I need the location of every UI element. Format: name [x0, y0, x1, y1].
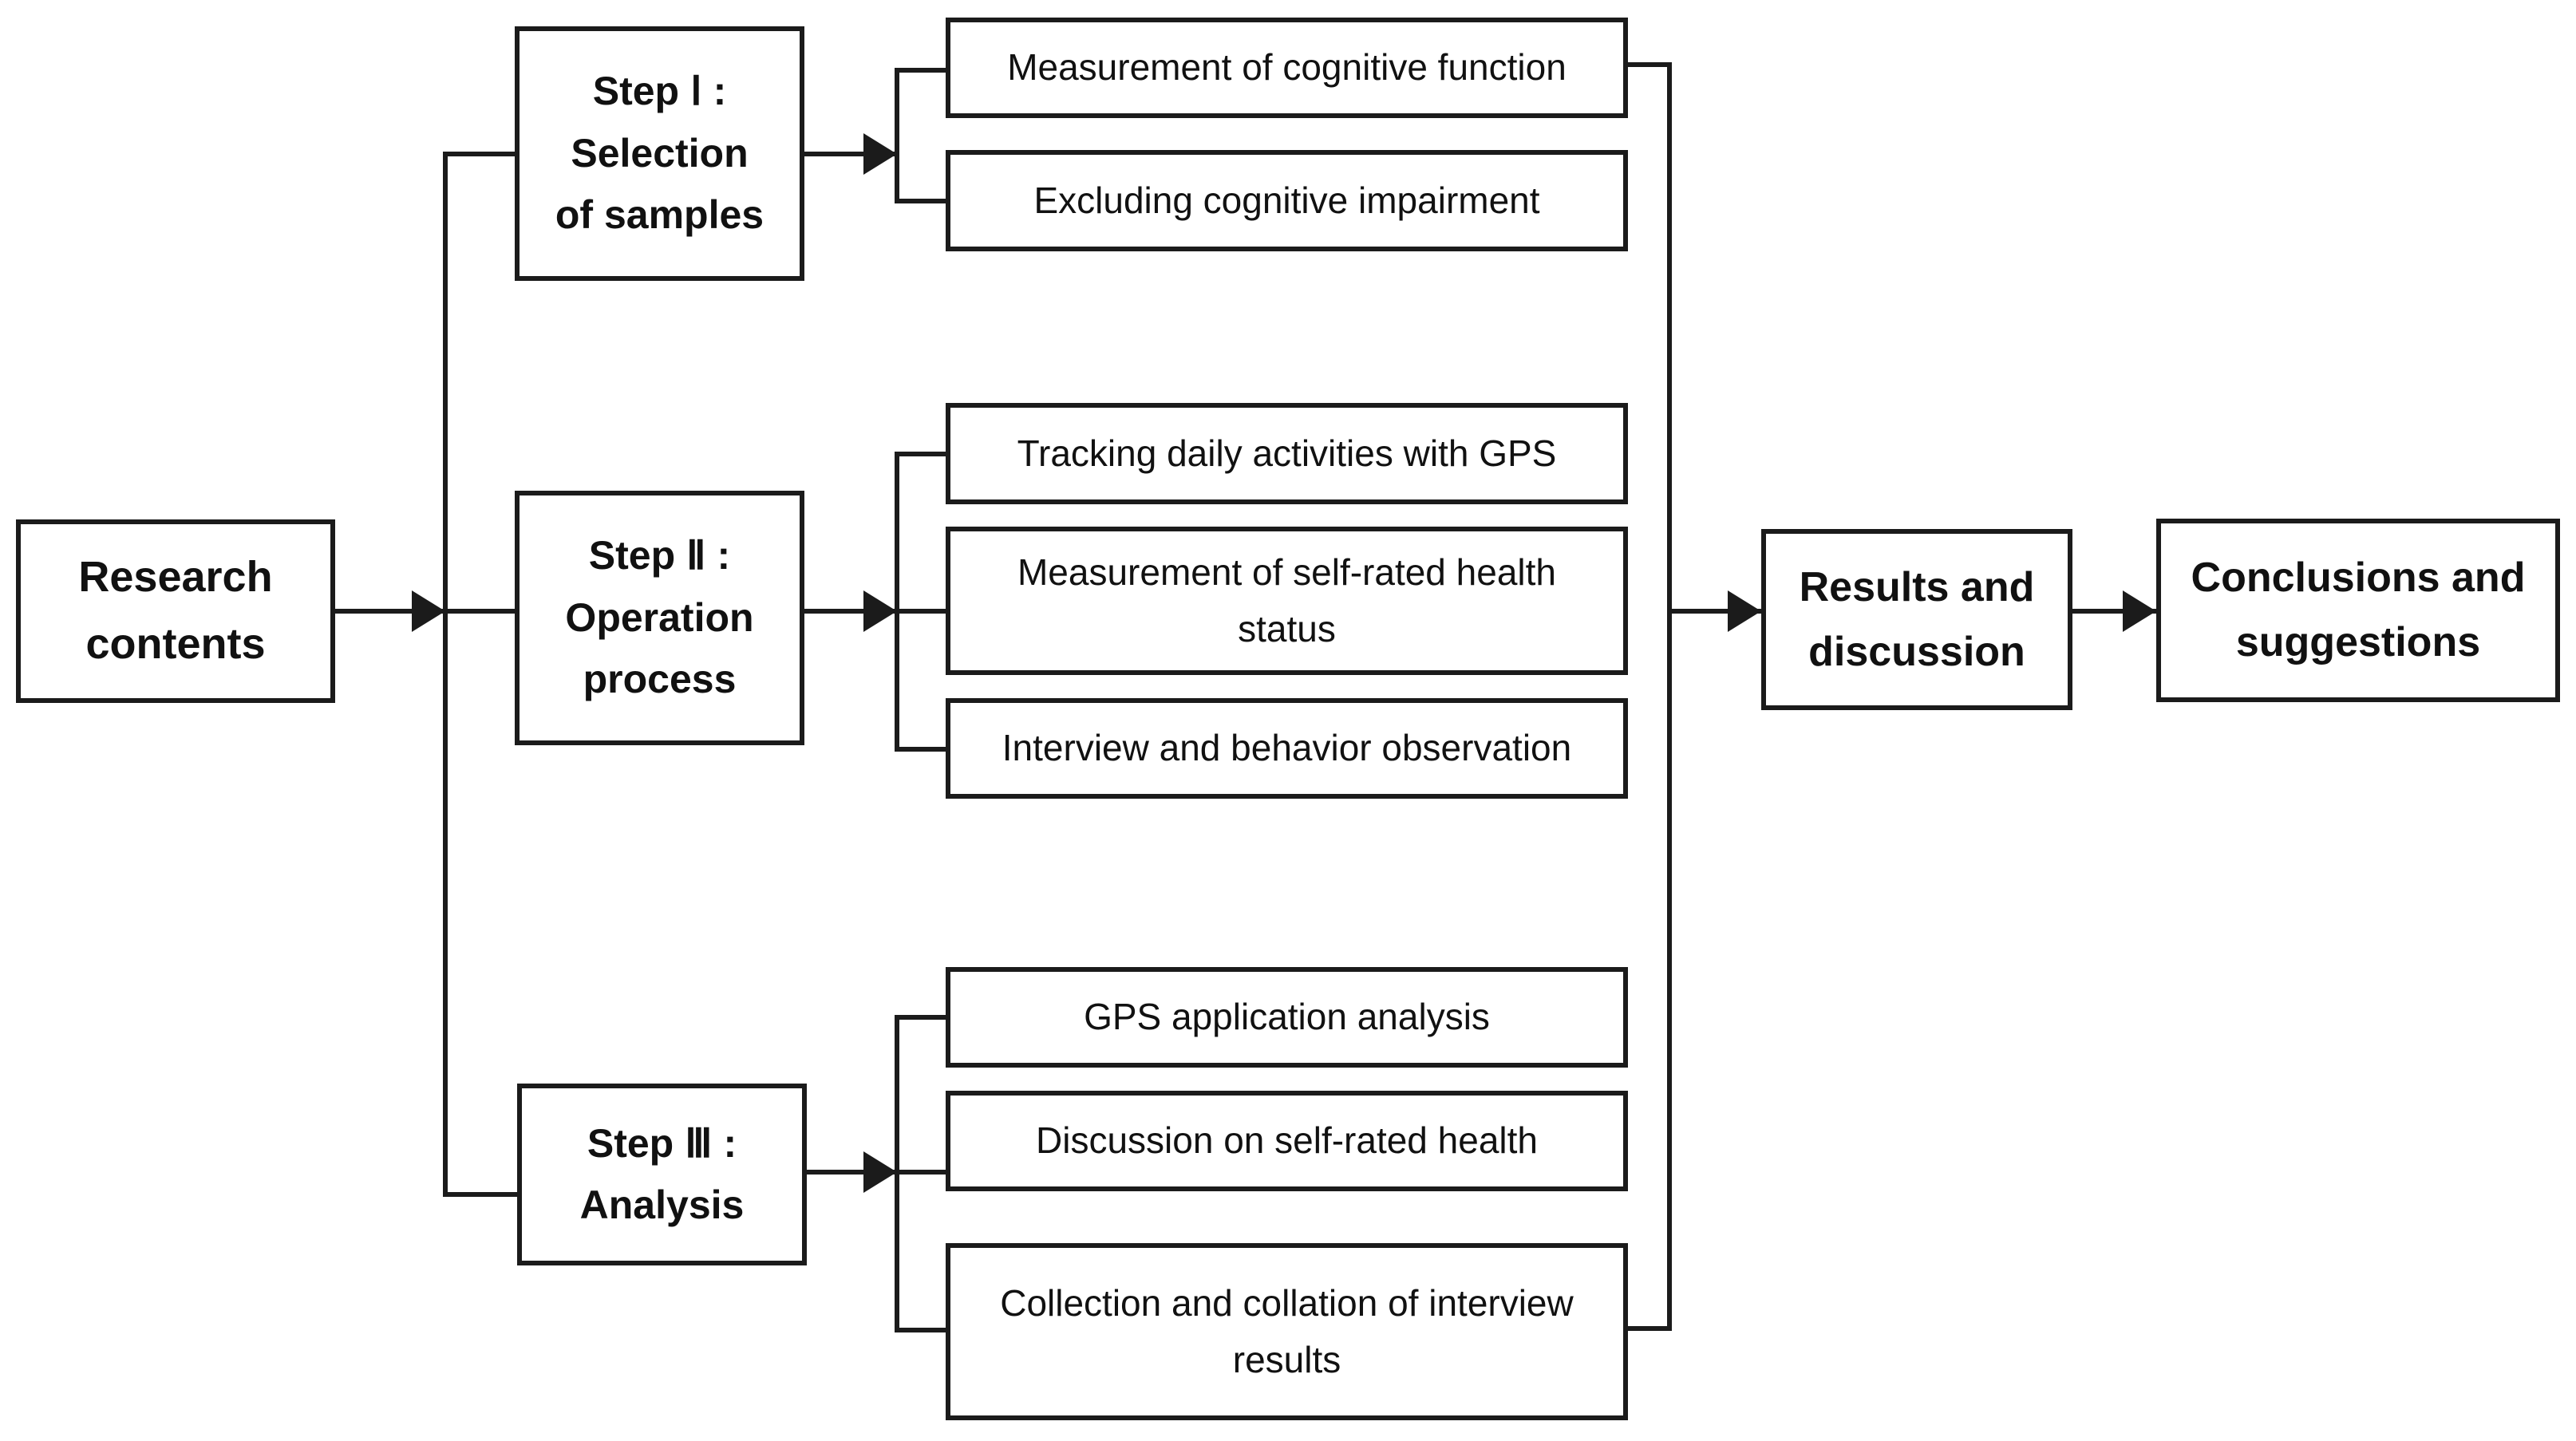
arrow-research-to-spine	[412, 590, 445, 632]
node-results-and-discussion-label: Results and discussion	[1799, 563, 2035, 675]
node-step2-item-1[interactable]: Tracking daily activities with GPS	[946, 403, 1628, 504]
node-conclusions-and-suggestions-label: Conclusions and suggestions	[2191, 555, 2526, 665]
connector-results-to-conclusions	[2072, 609, 2167, 614]
connector-spine-to-step3	[443, 1192, 519, 1197]
bracket-step1-spine	[895, 68, 899, 203]
node-step-2-label: Step Ⅱ : Operation process	[565, 533, 754, 702]
arrow-step1-to-bracket	[863, 133, 897, 175]
node-results-and-discussion[interactable]: Results and discussion	[1761, 529, 2072, 710]
node-step1-item-2[interactable]: Excluding cognitive impairment	[946, 150, 1628, 251]
node-step3-item-3[interactable]: Collection and collation of interview re…	[946, 1243, 1628, 1420]
bracket-step1-branch-1	[895, 68, 950, 73]
node-step-1-label: Step Ⅰ : Selection of samples	[555, 69, 765, 238]
node-step2-item-2[interactable]: Measurement of self-rated health status	[946, 527, 1628, 675]
bracket-step2-branch-1	[895, 452, 950, 456]
right-collector-spine	[1667, 62, 1672, 1331]
arrow-results-to-conclusions	[2123, 590, 2156, 632]
node-step-3-label: Step Ⅲ : Analysis	[579, 1120, 745, 1228]
node-step3-item-1[interactable]: GPS application analysis	[946, 967, 1628, 1068]
node-step2-item-2-label: Measurement of self-rated health status	[1017, 551, 1557, 649]
bracket-step3-branch-2	[895, 1170, 950, 1175]
node-research-contents-label: Research contents	[78, 553, 273, 668]
bracket-step3-branch-1	[895, 1015, 950, 1020]
bracket-step2-branch-2	[895, 609, 950, 614]
arrow-step2-to-bracket	[863, 590, 897, 632]
node-step1-item-2-label: Excluding cognitive impairment	[1033, 179, 1540, 221]
connector-spine-to-step1	[443, 152, 516, 156]
node-step2-item-3[interactable]: Interview and behavior observation	[946, 698, 1628, 799]
arrow-step3-to-bracket	[863, 1151, 897, 1193]
connector-step1-to-bracket	[804, 152, 897, 156]
bracket-step2-branch-3	[895, 747, 950, 752]
node-step3-item-3-label: Collection and collation of interview re…	[1000, 1281, 1574, 1380]
node-step-2[interactable]: Step Ⅱ : Operation process	[515, 491, 804, 745]
bracket-step3-branch-3	[895, 1328, 950, 1332]
node-step3-item-2-label: Discussion on self-rated health	[1036, 1119, 1538, 1162]
node-step3-item-1-label: GPS application analysis	[1084, 996, 1490, 1038]
node-step2-item-3-label: Interview and behavior observation	[1002, 727, 1572, 769]
collector-branch-top	[1623, 62, 1672, 67]
node-step1-item-1-label: Measurement of cognitive function	[1007, 46, 1567, 89]
node-step2-item-1-label: Tracking daily activities with GPS	[1017, 432, 1557, 474]
node-step-1[interactable]: Step Ⅰ : Selection of samples	[515, 26, 804, 281]
connector-collector-to-results	[1667, 609, 1769, 614]
connector-spine-to-step2	[443, 609, 516, 614]
arrow-collector-to-results	[1728, 590, 1761, 632]
bracket-step2-spine	[895, 452, 899, 752]
node-research-contents[interactable]: Research contents	[16, 519, 335, 703]
main-left-spine	[443, 152, 448, 1197]
connector-step2-to-bracket	[804, 609, 897, 614]
connector-research-to-spine	[335, 609, 445, 614]
node-conclusions-and-suggestions[interactable]: Conclusions and suggestions	[2156, 519, 2560, 702]
collector-branch-bottom	[1623, 1326, 1672, 1331]
node-step3-item-2[interactable]: Discussion on self-rated health	[946, 1091, 1628, 1191]
node-step-3[interactable]: Step Ⅲ : Analysis	[517, 1084, 807, 1265]
connector-step3-to-bracket	[807, 1170, 897, 1175]
bracket-step1-branch-2	[895, 199, 950, 203]
node-step1-item-1[interactable]: Measurement of cognitive function	[946, 18, 1628, 118]
